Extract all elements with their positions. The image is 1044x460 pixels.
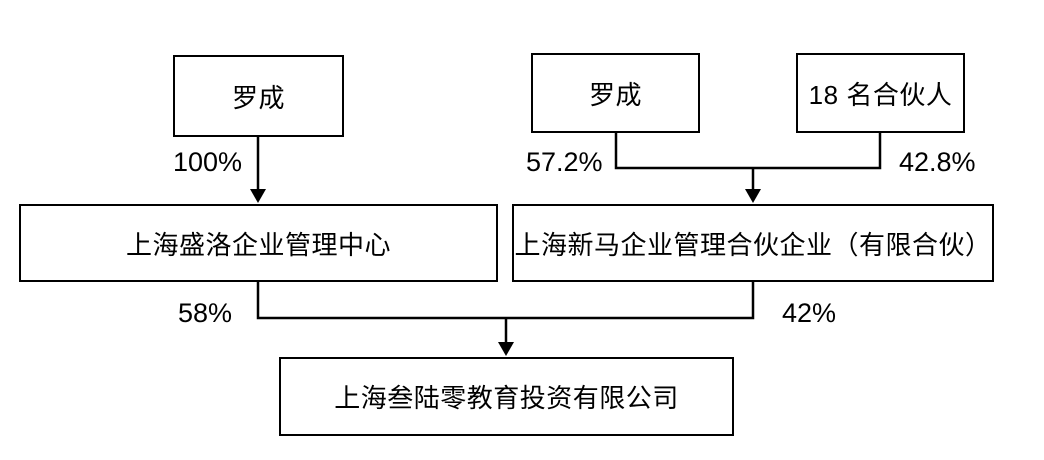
node-sanluling: 上海叁陆零教育投资有限公司 bbox=[279, 357, 734, 436]
arrowhead-down-icon bbox=[250, 189, 266, 203]
ownership-label-58pct: 58% bbox=[177, 298, 232, 328]
node-xinma: 上海新马企业管理合伙企业（有限合伙） bbox=[512, 204, 994, 282]
node-owner-left: 罗成 bbox=[173, 55, 344, 137]
arrowhead-down-icon bbox=[745, 189, 761, 203]
node-owner-right: 罗成 bbox=[531, 53, 700, 133]
edge-shengluo-xinma-sanluling bbox=[256, 282, 755, 356]
node-partners: 18 名合伙人 bbox=[796, 53, 965, 133]
ownership-label-57-2pct: 57.2% bbox=[526, 147, 603, 177]
arrowhead-down-icon bbox=[498, 342, 514, 356]
edge-ownerleft-shengluo bbox=[250, 137, 266, 203]
ownership-label-100pct: 100% bbox=[172, 147, 242, 177]
ownership-label-42-8pct: 42.8% bbox=[899, 147, 976, 177]
ownership-label-42pct: 42% bbox=[782, 298, 837, 328]
edge-ownerright-partners-xinma bbox=[614, 133, 882, 203]
node-shengluo: 上海盛洛企业管理中心 bbox=[19, 204, 498, 282]
